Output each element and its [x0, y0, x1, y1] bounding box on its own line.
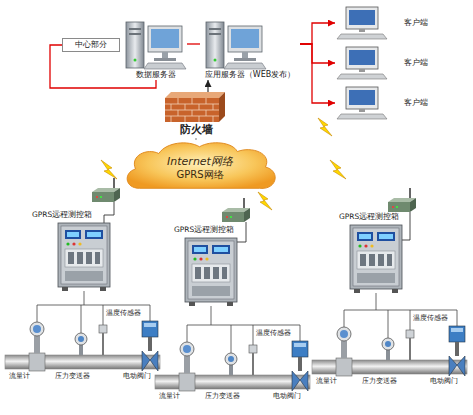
rtu-cabinet: GPRS远程测控箱 [337, 212, 417, 294]
client-node: 客户端 [335, 86, 430, 120]
node-label: GPRS远程测控箱 [339, 213, 399, 222]
node-label: 客户端 [404, 98, 428, 107]
device-label: 温度传感器 [106, 309, 141, 317]
node-label: GPRS远程测控箱 [32, 211, 92, 220]
device-label: 压力变送器 [55, 372, 90, 380]
connector-line [300, 23, 335, 44]
device-label: 电动阀门 [123, 372, 151, 380]
connector-line [300, 44, 335, 63]
device-label: 电动阀门 [430, 377, 458, 385]
rtu-cabinet: GPRS远程测控箱 [30, 210, 110, 292]
center-box: 中心部分 [62, 38, 120, 52]
device-label: 电动阀门 [273, 392, 301, 400]
rtu-cabinet: GPRS远程测控箱 [172, 225, 252, 309]
node-label: 防火墙 [180, 124, 213, 137]
device-label: 流量计 [159, 392, 180, 400]
node-label: GPRS远程测控箱 [174, 226, 234, 235]
connector-line [195, 138, 196, 140]
node-label: 客户端 [404, 18, 428, 27]
connector-line [207, 80, 208, 92]
cloud-shape [120, 140, 280, 196]
client-node: 客户端 [335, 6, 430, 40]
node-label: 中心部分 [75, 40, 107, 49]
connector-line [300, 44, 335, 103]
device-label: 温度传感器 [413, 314, 448, 322]
network-label: GPRS网络 [176, 169, 223, 181]
firewall-node: 防火墙 [165, 92, 227, 138]
node-label: 应用服务器（WEB发布） [205, 70, 295, 79]
network-cloud: Internet网络GPRS网络 [120, 140, 280, 196]
connector-line [187, 43, 200, 44]
node-label: 客户端 [404, 58, 428, 67]
device-label: 压力变送器 [362, 377, 397, 385]
server-node: 数据服务器 [125, 18, 187, 80]
device-label: 流量计 [316, 377, 337, 385]
node-label: 数据服务器 [136, 70, 176, 79]
network-label: Internet网络 [167, 156, 233, 169]
device-label: 流量计 [9, 372, 30, 380]
device-label: 压力变送器 [205, 392, 240, 400]
server-node: 应用服务器（WEB发布） [200, 18, 300, 80]
device-label: 温度传感器 [256, 329, 291, 337]
client-node: 客户端 [335, 46, 430, 80]
